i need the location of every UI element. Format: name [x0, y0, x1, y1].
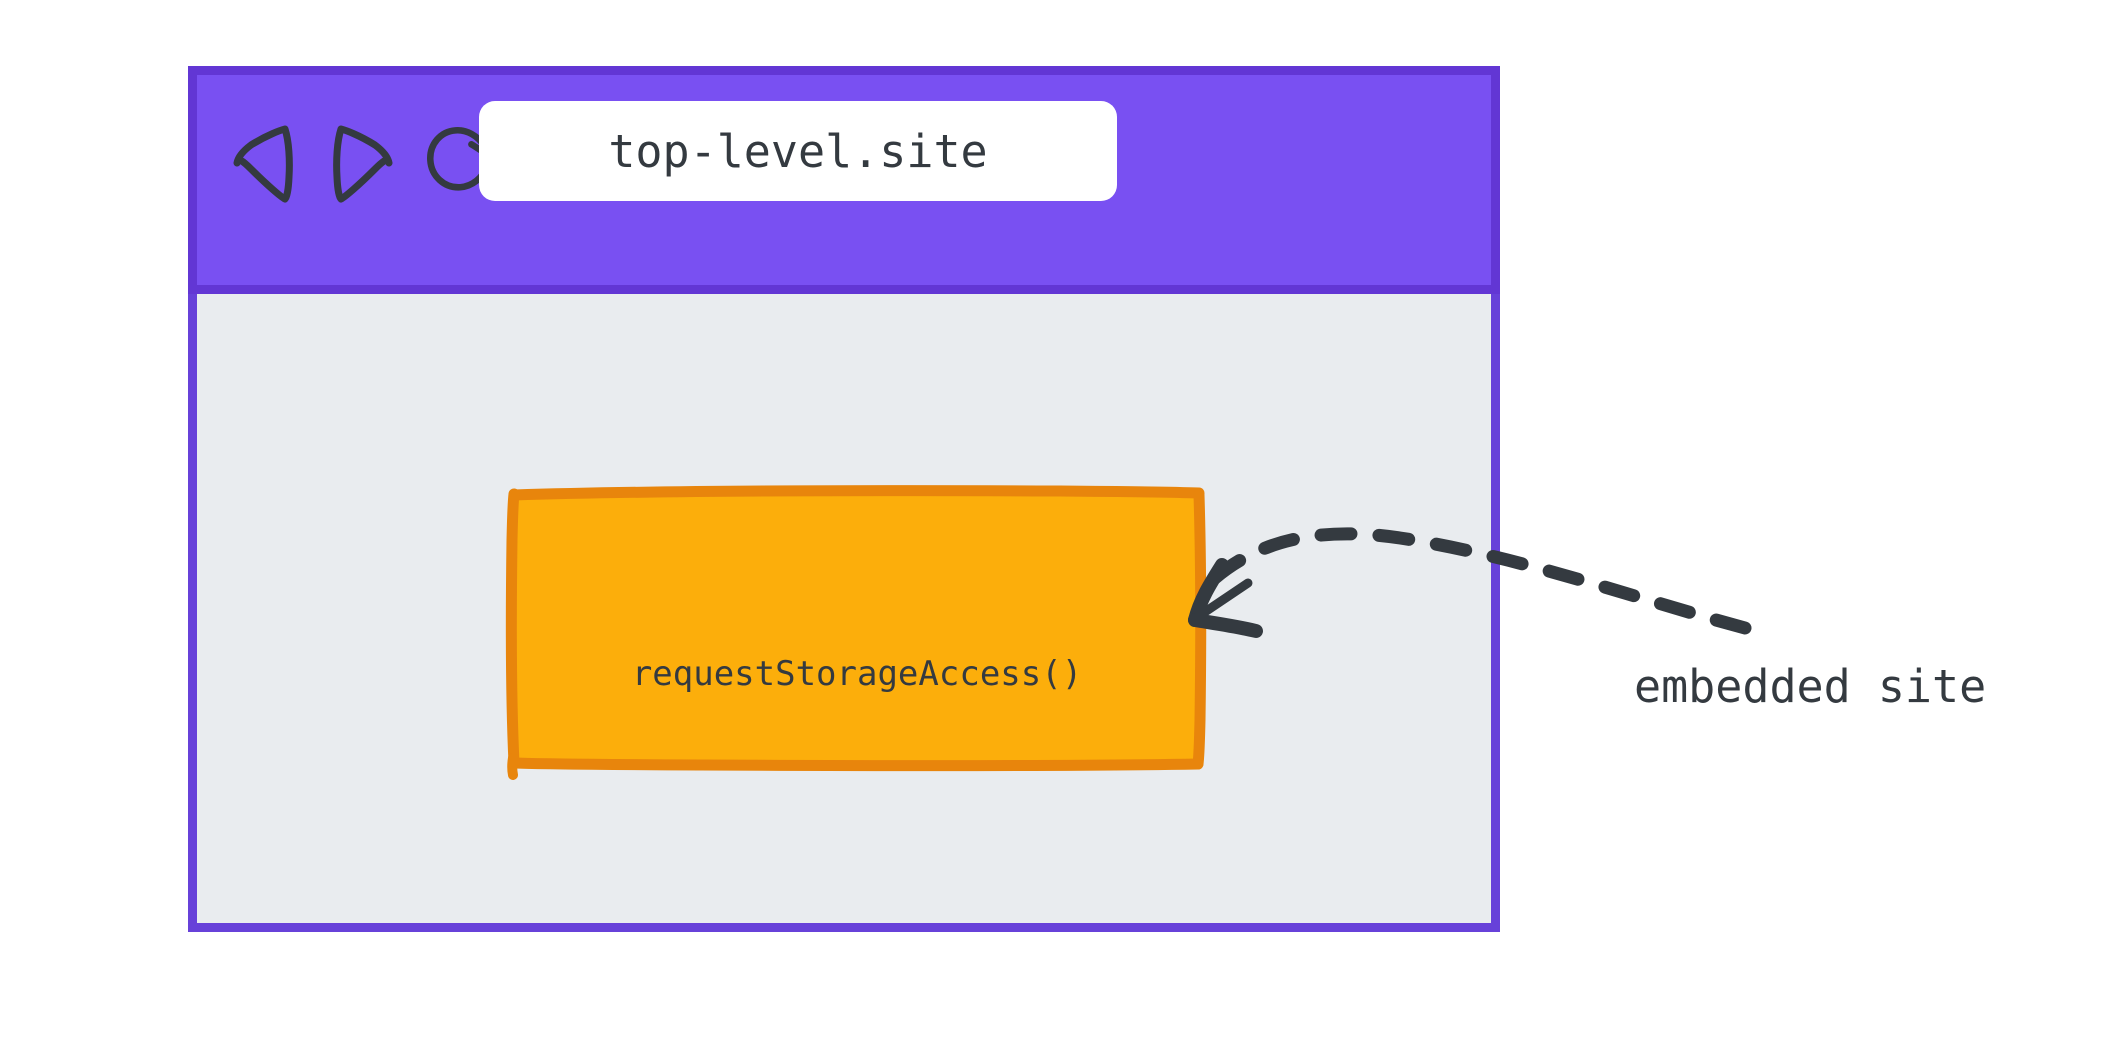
embedded-site-frame[interactable]: requestStorageAccess()	[512, 492, 1202, 764]
browser-nav-controls	[221, 117, 505, 209]
url-text: top-level.site	[608, 124, 988, 178]
back-icon	[233, 125, 293, 203]
forward-icon	[333, 125, 393, 203]
url-bar[interactable]: top-level.site	[479, 101, 1117, 201]
request-storage-access-label: requestStorageAccess()	[631, 654, 1083, 694]
back-button[interactable]	[221, 117, 305, 209]
browser-toolbar: top-level.site	[188, 66, 1500, 294]
embedded-site-annotation-label: embedded site	[1634, 660, 1987, 713]
forward-button[interactable]	[321, 117, 405, 209]
